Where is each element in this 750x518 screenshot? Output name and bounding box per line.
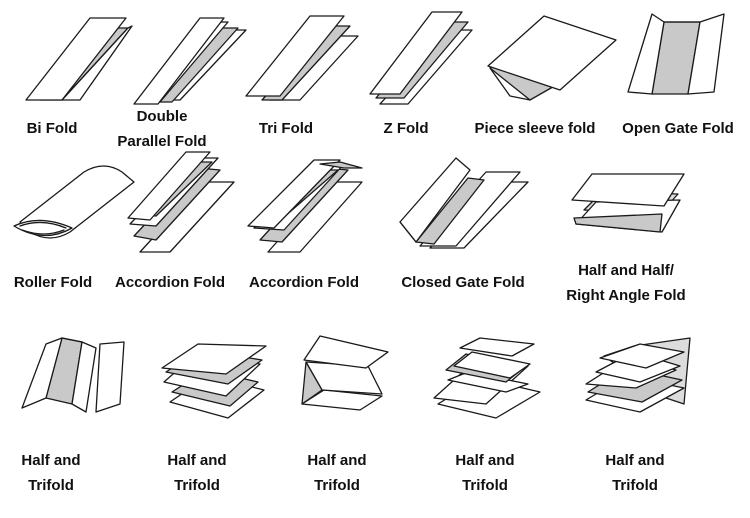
fold-caption: Half and Trifold	[590, 448, 680, 498]
caption-line: Trifold	[590, 473, 680, 498]
caption-line: Half and	[590, 448, 680, 473]
